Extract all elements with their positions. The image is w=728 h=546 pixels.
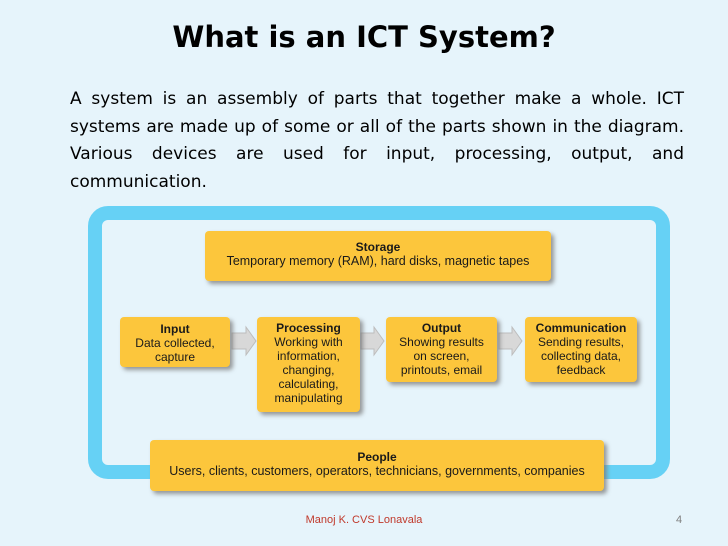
processing-line: information, [277,349,340,363]
arrow-processing-to-output [360,325,385,357]
output-title: Output [421,321,462,335]
processing-title: Processing [276,321,341,335]
output-line: Showing results [399,335,484,349]
input-title: Input [160,322,190,336]
input-line: Data collected, [135,336,215,350]
processing-line: Working with [274,335,343,349]
processing-line: changing, [282,363,335,377]
processing-line: manipulating [274,391,343,405]
communication-line: collecting data, [540,349,622,363]
communication-line: feedback [556,363,606,377]
storage-title: Storage [355,240,401,254]
people-text: Users, clients, customers, operators, te… [169,464,585,478]
arrow-output-to-communication [498,325,523,357]
slide-body-text: A system is an assembly of parts that to… [70,89,684,192]
people-title: People [357,450,397,464]
communication-box: Communication Sending results, collectin… [525,317,637,382]
output-line: printouts, email [400,363,483,377]
output-box: Output Showing results on screen, printo… [386,317,497,382]
communication-title: Communication [535,321,627,335]
people-box: People Users, clients, customers, operat… [150,440,604,491]
communication-line: Sending results, [537,335,625,349]
slide-title: What is an ICT System? [172,20,556,54]
arrow-input-to-processing [231,325,257,357]
processing-box: Processing Working with information, cha… [257,317,360,412]
footer-author: Manoj K. CVS Lonavala [305,514,423,526]
processing-line: calculating, [278,377,339,391]
page-number: 4 [676,514,683,526]
input-box: Input Data collected, capture [120,317,230,367]
storage-box: Storage Temporary memory (RAM), hard dis… [205,231,551,281]
input-line: capture [154,350,196,364]
output-line: on screen, [413,349,470,363]
storage-text: Temporary memory (RAM), hard disks, magn… [226,254,530,268]
